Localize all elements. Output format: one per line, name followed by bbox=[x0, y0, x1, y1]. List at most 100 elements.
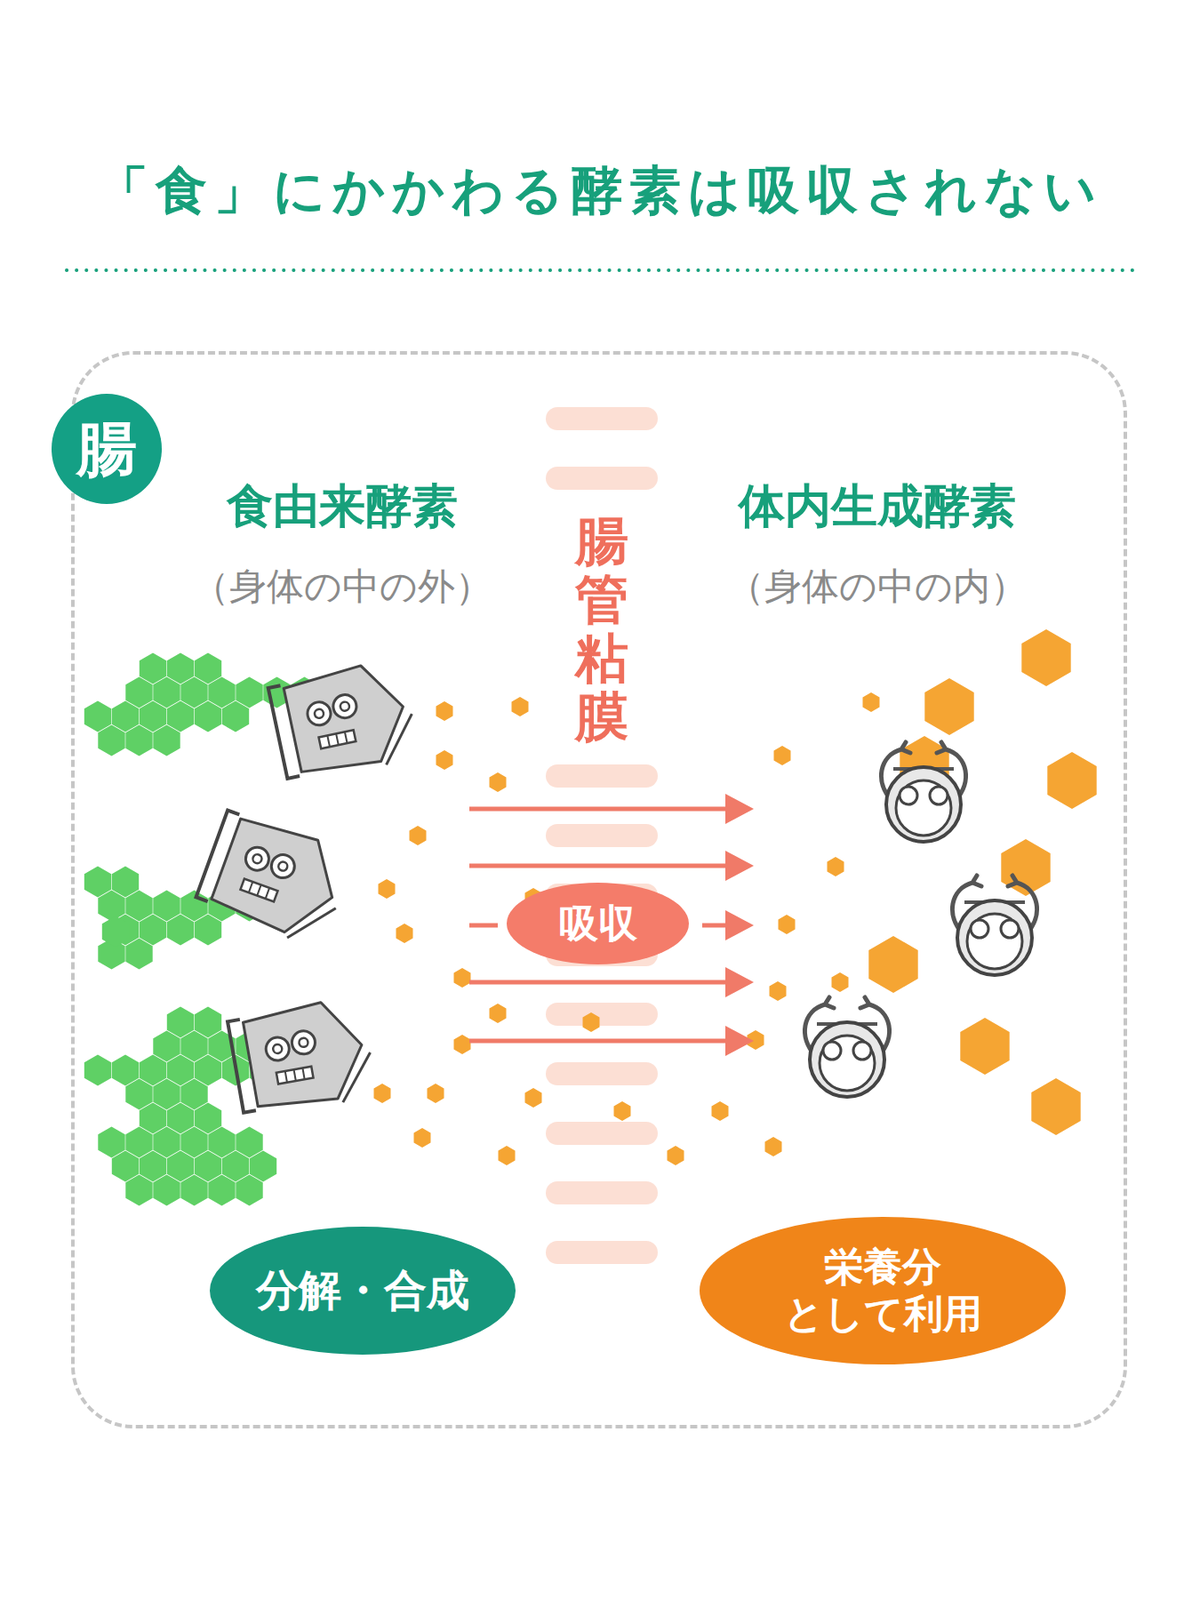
small-hex bbox=[427, 1083, 445, 1104]
mucosa-dash bbox=[545, 1240, 658, 1264]
robot-body bbox=[886, 767, 961, 842]
robot-head bbox=[282, 658, 414, 778]
hex-cell bbox=[194, 1103, 222, 1135]
robot-arm bbox=[287, 896, 336, 951]
hex-cell bbox=[194, 653, 222, 685]
arrow-head bbox=[725, 967, 754, 998]
hex-cell bbox=[194, 1007, 222, 1039]
small-hex bbox=[454, 1034, 472, 1055]
body-enzyme bbox=[804, 997, 889, 1097]
robot-face bbox=[896, 780, 952, 836]
robot-eye bbox=[264, 1035, 291, 1063]
hex-cell bbox=[139, 914, 167, 946]
label-ellipse: 吸収 bbox=[506, 882, 689, 965]
hex-cell bbox=[97, 890, 125, 922]
hex-cell bbox=[194, 1151, 222, 1183]
robot-pupil bbox=[251, 853, 264, 865]
robot-eye bbox=[823, 1041, 841, 1060]
small-hex bbox=[827, 856, 845, 877]
small-hex bbox=[667, 1145, 685, 1166]
arrow-head bbox=[725, 850, 754, 881]
hex-cell bbox=[167, 1055, 194, 1087]
small-hex bbox=[409, 825, 427, 846]
mucosa-dash bbox=[545, 1002, 658, 1026]
hex-cell bbox=[208, 677, 235, 709]
small-hex bbox=[454, 968, 472, 988]
hex-cell bbox=[180, 677, 208, 709]
hex-cell bbox=[249, 1151, 277, 1183]
hex-cell bbox=[222, 701, 249, 733]
mucosa-band bbox=[545, 407, 658, 1264]
arrow-head bbox=[725, 793, 754, 824]
hex-cell bbox=[167, 1151, 194, 1183]
hex-cell bbox=[152, 677, 180, 709]
small-hex bbox=[489, 772, 507, 792]
robot-eye bbox=[289, 1029, 317, 1056]
hex-cell bbox=[125, 1175, 152, 1207]
hex-cell bbox=[139, 701, 167, 733]
robot-tooth bbox=[248, 881, 253, 893]
hex-cell bbox=[208, 1127, 235, 1159]
hex-cell bbox=[125, 1079, 152, 1111]
arrow-shaft bbox=[702, 923, 729, 928]
robot-body bbox=[957, 900, 1032, 976]
small-hex bbox=[583, 1012, 600, 1032]
body-enzyme bbox=[880, 742, 966, 842]
big-hex bbox=[1031, 1078, 1080, 1136]
hex-cell bbox=[208, 1175, 235, 1207]
small-hex bbox=[378, 879, 396, 899]
robot-tooth bbox=[265, 888, 270, 899]
mucosa-dash bbox=[545, 1181, 658, 1205]
hex-cell bbox=[125, 1127, 152, 1159]
group-note: （身体の中の外） bbox=[192, 561, 493, 612]
hex-cell bbox=[84, 1055, 112, 1087]
big-hex bbox=[960, 1017, 1009, 1075]
robot-eye bbox=[929, 786, 948, 805]
big-hex bbox=[1047, 752, 1096, 809]
arrow-shaft bbox=[469, 980, 729, 985]
group-note: （身体の中の内） bbox=[727, 561, 1028, 612]
hex-cell bbox=[180, 1175, 208, 1207]
hex-cell bbox=[152, 1175, 180, 1207]
hex-cell bbox=[167, 914, 194, 946]
arrow-shaft bbox=[469, 864, 729, 869]
food-enzyme bbox=[267, 657, 422, 786]
hex-cell bbox=[97, 725, 125, 757]
robot-mouth bbox=[276, 1066, 314, 1085]
small-hex bbox=[374, 1083, 392, 1104]
mucosa-dash bbox=[545, 824, 658, 848]
absorb-arrows bbox=[469, 793, 754, 1056]
hex-cell bbox=[167, 1103, 194, 1135]
hex-cell bbox=[235, 677, 263, 709]
robot-eye bbox=[853, 1041, 872, 1060]
small-hex bbox=[489, 1003, 507, 1024]
mucosa-dash bbox=[545, 407, 658, 431]
hex-cell bbox=[139, 653, 167, 685]
small-hex bbox=[498, 1145, 516, 1166]
hex-cell bbox=[139, 1055, 167, 1087]
small-hex bbox=[769, 981, 787, 1001]
small-hex bbox=[765, 1136, 783, 1157]
hex-cell bbox=[112, 1151, 139, 1183]
hex-cell bbox=[194, 1055, 222, 1087]
robot-eye bbox=[305, 699, 334, 728]
hex-cell bbox=[112, 1055, 139, 1087]
small-hex bbox=[712, 1101, 729, 1121]
dotted-rule bbox=[66, 268, 1134, 272]
hex-cell bbox=[125, 938, 152, 970]
small-hex bbox=[863, 692, 880, 712]
robot-pupil bbox=[313, 708, 325, 720]
hex-cell bbox=[167, 701, 194, 733]
robot-jaw bbox=[268, 685, 300, 779]
robot-tooth bbox=[294, 1069, 296, 1081]
robot-tooth bbox=[302, 1067, 304, 1080]
mucosa-dash bbox=[545, 1062, 658, 1086]
small-hex bbox=[774, 745, 792, 766]
big-hex bbox=[868, 936, 918, 993]
robot-eye bbox=[330, 692, 359, 720]
hex-cell bbox=[112, 701, 139, 733]
hex-cell bbox=[180, 1127, 208, 1159]
robot-tooth bbox=[285, 1071, 288, 1083]
big-hex bbox=[1021, 629, 1071, 687]
